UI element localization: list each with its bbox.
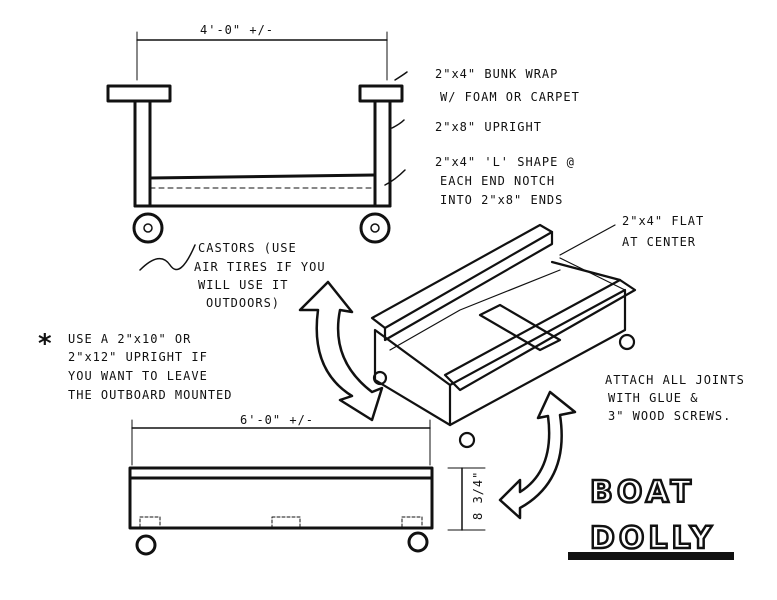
note-outboard-3: YOU WANT TO LEAVE (68, 369, 208, 383)
iso-center-flat (478, 303, 562, 352)
note-flat-2: AT CENTER (622, 235, 696, 249)
flat-leader-line (559, 224, 616, 256)
note-bunk-2: W/ FOAM OR CARPET (440, 90, 580, 104)
right-bunk (358, 84, 404, 103)
side-elevation (128, 419, 486, 556)
iso-front-bunk (443, 278, 637, 392)
side-castor-left (135, 534, 157, 556)
note-attach-2: WITH GLUE & (608, 391, 698, 405)
note-outboard-2: 2"x12" UPRIGHT IF (68, 350, 208, 364)
castor-leader-line (139, 244, 196, 271)
note-flat-1: 2"x4" FLAT (622, 214, 704, 228)
right-upright (373, 99, 392, 208)
rotate-arrow-left (298, 280, 384, 422)
note-castors-4: OUTDOORS) (206, 296, 280, 310)
asterisk-marker: * (38, 329, 52, 359)
left-castor (132, 212, 164, 244)
dimension-width-top: 4'-0" +/- (200, 23, 274, 37)
dimension-height-side: 8 3/4" (471, 471, 485, 520)
left-bunk (106, 84, 172, 103)
note-bunk-1: 2"x4" BUNK WRAP (435, 67, 558, 81)
front-elevation (106, 31, 408, 244)
note-attach-3: 3" WOOD SCREWS. (608, 409, 731, 423)
side-castor-right (407, 531, 429, 553)
note-castors-2: AIR TIRES IF YOU (194, 260, 326, 274)
title-underline (568, 552, 734, 560)
isometric-view (370, 223, 637, 449)
rotate-arrow-right (498, 390, 577, 520)
note-castors-1: CASTORS (USE (198, 241, 297, 255)
title-line-2: DOLLY (590, 521, 716, 556)
note-outboard-1: USE A 2"x10" OR (68, 332, 191, 346)
left-upright (133, 99, 152, 208)
note-castors-3: WILL USE IT (198, 278, 288, 292)
note-attach-1: ATTACH ALL JOINTS (605, 373, 745, 387)
note-upright: 2"x8" UPRIGHT (435, 120, 542, 134)
note-outboard-4: THE OUTBOARD MOUNTED (68, 388, 233, 402)
dimension-width-side: 6'-0" +/- (240, 413, 314, 427)
right-castor (359, 212, 391, 244)
side-upright (128, 476, 434, 530)
iso-back-bunk (370, 223, 554, 330)
note-l-shape-1: 2"x4" 'L' SHAPE @ (435, 155, 575, 169)
title-line-1: BOAT (590, 475, 695, 510)
note-l-shape-2: EACH END NOTCH (440, 174, 555, 188)
note-l-shape-3: INTO 2"x8" ENDS (440, 193, 563, 207)
